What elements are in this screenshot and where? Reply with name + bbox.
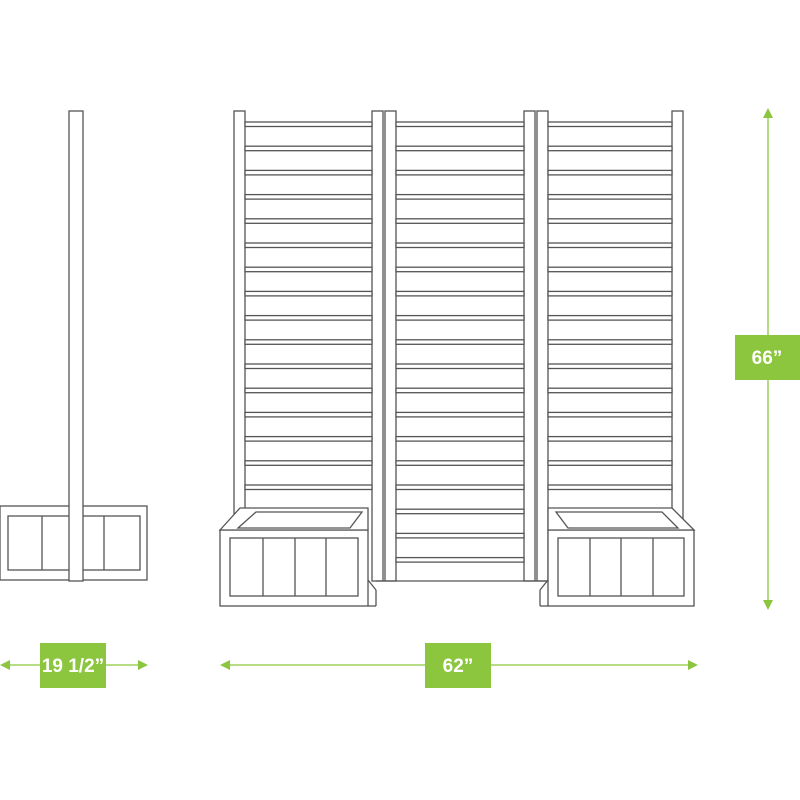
height-label: 66” xyxy=(752,348,783,369)
depth-dimension: 19 1/2” xyxy=(0,643,148,688)
trellis-slat xyxy=(395,508,525,515)
trellis-slat xyxy=(395,460,525,466)
width-dimension: 62” xyxy=(220,643,698,688)
trellis-slat xyxy=(547,339,673,345)
arrow-down-icon xyxy=(763,600,773,610)
trellis-post xyxy=(384,110,397,582)
height-dimension: 66” xyxy=(735,108,800,610)
trellis-slat xyxy=(395,435,525,442)
side-trellis-post xyxy=(68,110,84,582)
trellis-slat xyxy=(395,314,525,321)
trellis-slat xyxy=(244,484,373,491)
left-planter-top xyxy=(218,507,369,531)
trellis-slats xyxy=(244,121,673,563)
arrow-right-icon xyxy=(138,660,148,670)
trellis-slat xyxy=(547,121,673,128)
trellis-post xyxy=(523,110,536,582)
trellis-slat xyxy=(244,193,373,200)
arrow-left-icon xyxy=(0,660,10,670)
trellis-slat xyxy=(395,532,525,539)
trellis-slat xyxy=(395,339,525,345)
trellis-slat xyxy=(547,193,673,200)
depth-label: 19 1/2” xyxy=(42,656,104,677)
right-planter-top xyxy=(547,507,696,531)
width-label: 62” xyxy=(443,656,474,677)
trellis-slat xyxy=(244,218,373,224)
trellis-slat xyxy=(547,363,673,370)
trellis-slat xyxy=(395,484,525,491)
trellis-slat xyxy=(244,387,373,394)
trellis-slat xyxy=(244,435,373,442)
trellis-post xyxy=(536,110,549,582)
trellis-slat xyxy=(547,435,673,442)
trellis-slat xyxy=(244,169,373,176)
right-planter xyxy=(539,507,696,607)
left-planter-top-inner xyxy=(236,511,364,529)
left-planter-inner-frame xyxy=(229,537,359,597)
trellis-slat xyxy=(547,411,673,418)
left-planter-skirt xyxy=(367,579,377,591)
trellis-slat xyxy=(244,460,373,466)
trellis-slat xyxy=(244,314,373,321)
trellis-slat xyxy=(395,411,525,418)
trellis-slat xyxy=(547,290,673,297)
trellis-slat xyxy=(244,290,373,297)
trellis-slat xyxy=(547,314,673,321)
trellis-slat xyxy=(395,193,525,200)
trellis-slat xyxy=(244,145,373,152)
trellis-slat xyxy=(244,411,373,418)
trellis-slat xyxy=(395,290,525,297)
trellis-slat xyxy=(244,121,373,128)
front-view xyxy=(218,110,696,607)
trellis-slat xyxy=(244,363,373,370)
left-planter xyxy=(218,507,377,607)
trellis-slat xyxy=(395,266,525,273)
trellis-slat xyxy=(395,218,525,224)
trellis-slat xyxy=(547,218,673,224)
trellis-slat xyxy=(547,145,673,152)
trellis-slat xyxy=(547,460,673,466)
trellis-slat xyxy=(547,387,673,394)
trellis-slat xyxy=(547,242,673,249)
trellis-slat xyxy=(547,266,673,273)
trellis-slat xyxy=(244,339,373,345)
height-label-box xyxy=(735,335,800,380)
trellis-slat xyxy=(395,556,525,563)
arrow-up-icon xyxy=(763,108,773,118)
trellis-slat xyxy=(395,363,525,370)
trellis-slat xyxy=(395,145,525,152)
arrow-right-icon xyxy=(688,660,698,670)
right-planter-top-inner xyxy=(554,511,680,529)
trellis-slat xyxy=(395,242,525,249)
depth-label-box xyxy=(40,643,106,688)
trellis-slat xyxy=(547,484,673,491)
trellis-slat xyxy=(244,266,373,273)
width-label-box xyxy=(425,643,491,688)
trellis-slat xyxy=(395,387,525,394)
trellis-slat xyxy=(395,121,525,128)
right-planter-skirt xyxy=(539,579,549,591)
trellis-slat xyxy=(395,169,525,176)
arrow-left-icon xyxy=(220,660,230,670)
left-planter-front xyxy=(219,529,369,607)
trellis-slat xyxy=(244,242,373,249)
side-view xyxy=(0,110,148,582)
trellis-slat xyxy=(547,169,673,176)
trellis-post xyxy=(371,110,384,582)
